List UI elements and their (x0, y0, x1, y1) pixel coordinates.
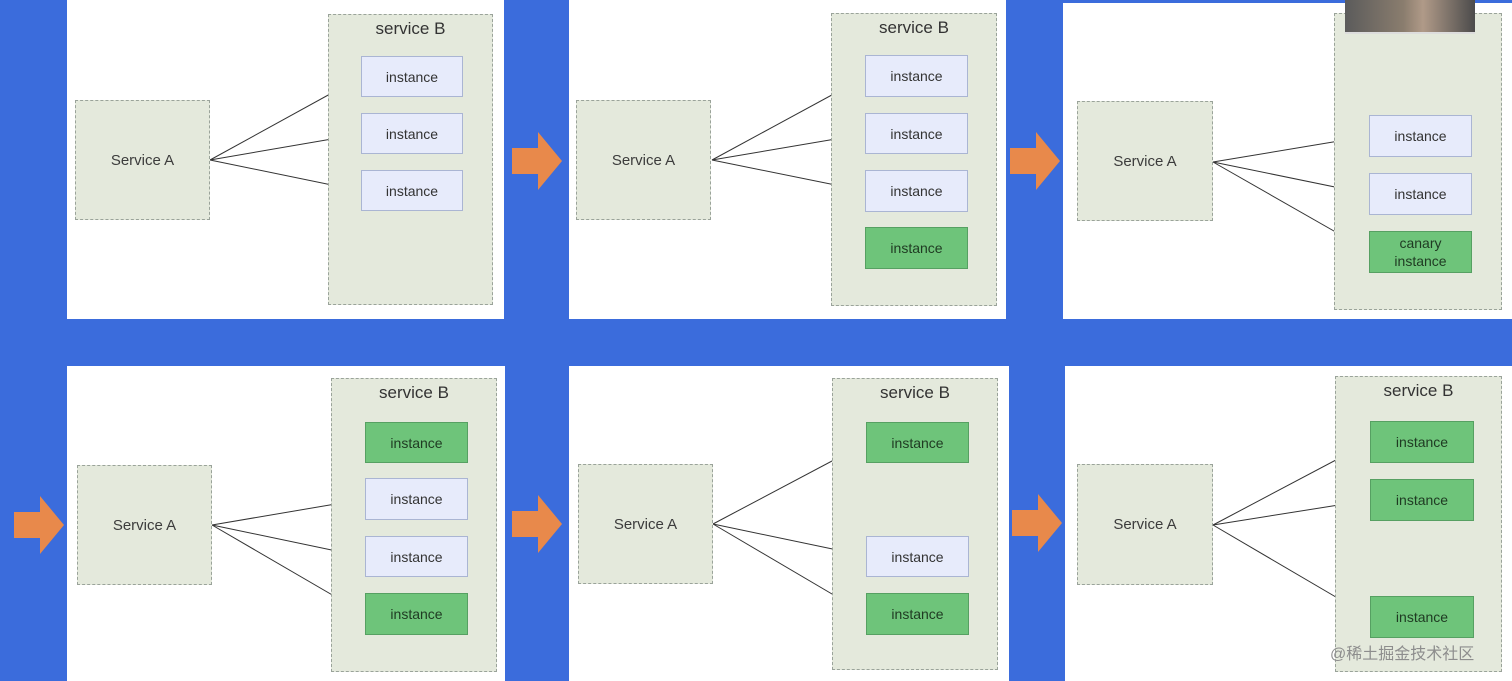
service-a-label: Service A (1113, 516, 1177, 533)
step-3-panel: Service A service B instance instance ca… (1063, 3, 1512, 319)
step-6-panel: Service A service B instance instance in… (1065, 366, 1512, 681)
canary-label-line2: instance (1394, 253, 1447, 269)
instance-new: instance (1370, 479, 1474, 521)
instance-label: instance (891, 548, 944, 565)
service-b-label: service B (1383, 381, 1454, 400)
instance-new: instance (1370, 421, 1474, 463)
instance-label: instance (891, 434, 944, 451)
canary-label-line1: canary (1399, 235, 1442, 251)
instance-label: instance (390, 606, 443, 622)
service-a-label: Service A (110, 151, 175, 169)
instance-label: instance (1395, 609, 1449, 625)
instance-label: instance (1394, 186, 1447, 202)
watermark: @稀土掘金技术社区 (1330, 646, 1475, 663)
step-4-panel: Service A service B instance instance in… (67, 366, 505, 681)
instance-label: instance (891, 606, 944, 622)
instance-label: instance (890, 240, 943, 256)
instance-old: instance (365, 536, 468, 577)
instance-label: instance (385, 182, 439, 199)
service-b-label: service B (880, 383, 950, 402)
step-1-panel: Service A service B instance instance in… (67, 0, 504, 319)
instance-label: instance (390, 491, 443, 507)
service-a-label: Service A (1113, 152, 1177, 170)
step-arrow-icon (1010, 132, 1060, 190)
service-a-box: Service A (576, 100, 711, 220)
service-a-box: Service A (578, 464, 713, 584)
step-arrow-icon (512, 495, 562, 553)
instance-label: instance (385, 68, 439, 85)
service-b-label: service B (379, 383, 449, 402)
instance-old: instance (361, 56, 463, 97)
instance-label: instance (890, 68, 943, 84)
instance-old: instance (361, 170, 463, 211)
service-a-label: Service A (613, 515, 678, 533)
instance-new: instance (1370, 596, 1474, 638)
instance-new: instance (866, 422, 969, 463)
instance-old: instance (866, 536, 969, 577)
service-b-label: service B (375, 19, 446, 38)
step-arrow-icon (14, 496, 64, 554)
service-a-box: Service A (1077, 101, 1213, 221)
instance-old: instance (865, 55, 968, 97)
service-b-label: service B (879, 18, 949, 37)
step-5-panel: Service A service B instance instance in… (569, 366, 1009, 681)
service-a-label: Service A (112, 516, 177, 534)
instance-old: instance (1369, 115, 1472, 157)
webcam-overlay (1345, 0, 1475, 34)
instance-label: instance (1394, 128, 1447, 144)
instance-label: instance (390, 434, 443, 451)
instance-old: instance (865, 113, 968, 154)
service-a-box: Service A (1077, 464, 1213, 585)
canary-instance: canary instance (1369, 231, 1472, 273)
step-arrow-icon (512, 132, 562, 190)
step-2-panel: Service A service B instance instance in… (569, 0, 1006, 319)
instance-label: instance (890, 125, 943, 142)
instance-label: instance (1395, 492, 1449, 508)
instance-new: instance (365, 422, 468, 463)
instance-old: instance (1369, 173, 1472, 215)
service-a-label: Service A (611, 151, 676, 169)
instance-new: instance (866, 593, 969, 635)
instance-old: instance (365, 478, 468, 520)
instance-old: instance (361, 113, 463, 154)
service-a-box: Service A (77, 465, 212, 585)
instance-label: instance (890, 183, 943, 199)
step-arrow-icon (1012, 494, 1062, 552)
instance-new: instance (365, 593, 468, 635)
instance-label: instance (390, 548, 443, 565)
service-a-box: Service A (75, 100, 210, 220)
instance-label: instance (1395, 434, 1449, 450)
instance-label: instance (385, 125, 439, 142)
instance-new: instance (865, 227, 968, 269)
instance-old: instance (865, 170, 968, 212)
